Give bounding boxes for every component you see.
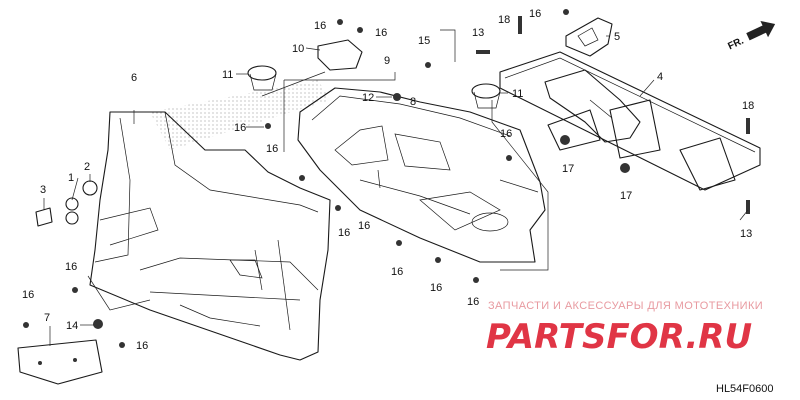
lower-panel xyxy=(89,111,331,361)
callout-16b: 16 xyxy=(375,27,387,39)
callout-18a: 18 xyxy=(498,14,510,26)
callout-12: 12 xyxy=(362,92,374,104)
diagram-reference-code: HL54F0600 xyxy=(716,383,774,395)
callout-14: 14 xyxy=(66,320,78,332)
part-5-bracket xyxy=(565,17,613,57)
shading-region xyxy=(150,80,330,150)
callout-10: 10 xyxy=(292,43,304,55)
callout-16h: 16 xyxy=(358,220,370,232)
callout-16g: 16 xyxy=(338,227,350,239)
callout-1: 1 xyxy=(68,172,74,184)
callout-16e: 16 xyxy=(266,143,278,155)
dashboard xyxy=(297,87,546,263)
watermark: ЗАПЧАСТИ И АКСЕССУАРЫ ДЛЯ МОТОТЕХНИКИ PA… xyxy=(486,300,763,357)
callout-16c: 16 xyxy=(529,8,541,20)
callout-9: 9 xyxy=(384,55,390,67)
watermark-tagline: ЗАПЧАСТИ И АКСЕССУАРЫ ДЛЯ МОТОТЕХНИКИ xyxy=(488,300,763,312)
callout-17a: 17 xyxy=(562,163,574,175)
watermark-logo: PARTSFOR.RU xyxy=(486,317,752,357)
callout-16n: 16 xyxy=(136,340,148,352)
leader-lines xyxy=(43,35,749,346)
assembly-brackets xyxy=(87,29,549,311)
callout-7: 7 xyxy=(44,312,50,324)
callout-16i: 16 xyxy=(391,266,403,278)
callout-17b: 17 xyxy=(620,190,632,202)
callout-13b: 13 xyxy=(740,228,752,240)
callout-16l: 16 xyxy=(65,261,77,273)
callout-16f: 16 xyxy=(500,128,512,140)
callout-16k: 16 xyxy=(467,296,479,308)
callout-2: 2 xyxy=(84,161,90,173)
fasteners xyxy=(23,9,750,348)
callout-13a: 13 xyxy=(472,27,484,39)
callout-16m: 16 xyxy=(22,289,34,301)
callouts: 1 2 3 4 5 6 7 8 9 10 11 11 12 13 13 14 1… xyxy=(22,8,754,352)
callout-4: 4 xyxy=(657,71,663,83)
frame-rail xyxy=(499,51,761,191)
callout-8: 8 xyxy=(410,96,416,108)
front-direction-arrow: FR. xyxy=(726,20,776,52)
parts-1-2-3 xyxy=(35,180,98,227)
callout-15: 15 xyxy=(418,35,430,47)
callout-16j: 16 xyxy=(430,282,442,294)
callout-16d: 16 xyxy=(234,122,246,134)
callout-5: 5 xyxy=(614,31,620,43)
part-7-plate xyxy=(17,339,103,385)
part-11-grommets xyxy=(247,65,501,109)
callout-3: 3 xyxy=(40,184,46,196)
callout-11b: 11 xyxy=(512,88,523,100)
callout-16a: 16 xyxy=(314,20,326,32)
part-10-cover xyxy=(317,39,363,71)
fr-label: FR. xyxy=(726,35,745,52)
callout-6: 6 xyxy=(131,72,137,84)
callout-11a: 11 xyxy=(222,69,233,81)
callout-18b: 18 xyxy=(742,100,754,112)
